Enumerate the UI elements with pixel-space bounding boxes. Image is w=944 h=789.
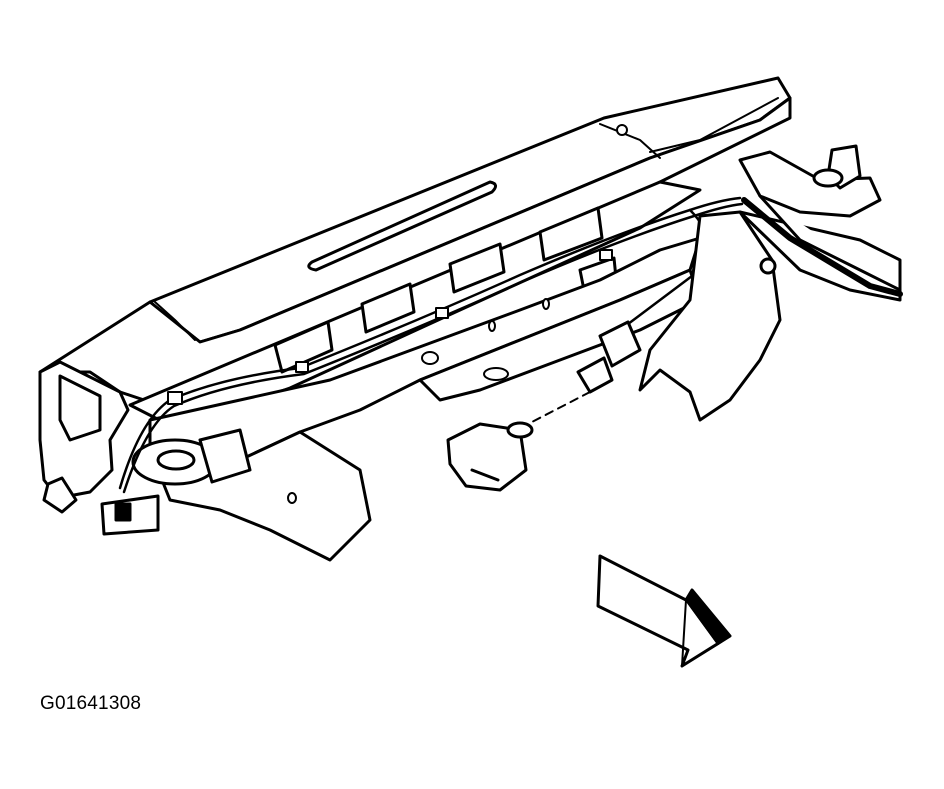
direction-arrow-icon xyxy=(596,554,732,668)
beam-slot xyxy=(307,180,497,272)
upper-connector xyxy=(738,144,902,292)
fastener-holes xyxy=(287,298,550,504)
beam-ridges xyxy=(154,97,779,341)
exploded-view-line xyxy=(527,391,591,425)
tow-hook xyxy=(131,428,252,486)
wrapped-harness xyxy=(741,197,903,297)
figure-caption: G01641308 xyxy=(40,693,142,714)
harness-clips xyxy=(167,249,613,405)
lamp-socket xyxy=(576,320,642,394)
beam-end-cap xyxy=(38,360,130,514)
connector-bracket xyxy=(100,494,160,536)
lamp-bulb xyxy=(446,421,534,492)
